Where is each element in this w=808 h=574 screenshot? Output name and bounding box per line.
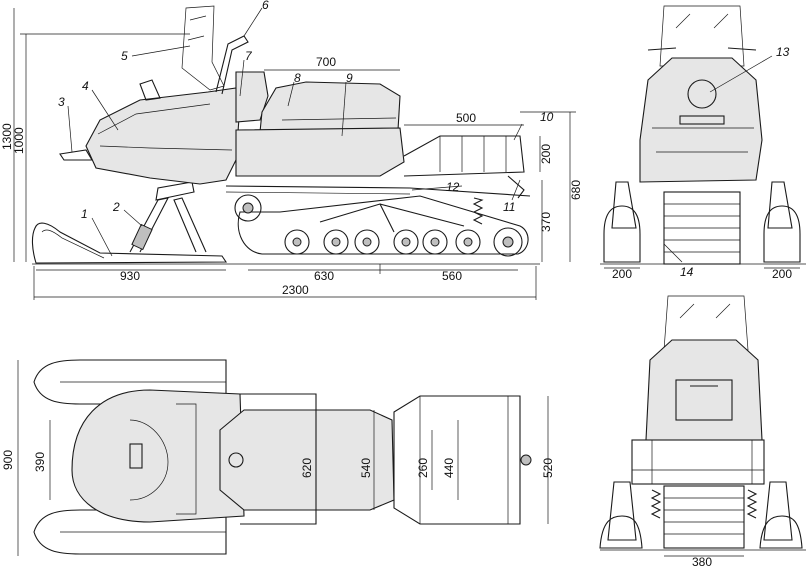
dim-ski-width-left: 200 (612, 267, 632, 281)
front-hood (639, 57, 763, 183)
dim-overall-length: 2300 (282, 283, 309, 297)
track (237, 195, 529, 255)
callout-2: 2 (112, 200, 120, 214)
rear-view: 380 (599, 295, 806, 569)
ski (31, 222, 228, 264)
dim-seat-length: 700 (316, 55, 336, 69)
callout-14: 14 (680, 265, 694, 279)
front-ski-left (603, 205, 641, 263)
side-view: 700 500 200 1300 1000 680 370 930 (0, 0, 583, 300)
top-view: 900 390 620 540 260 440 520 (1, 359, 555, 556)
dim-track-width: 380 (692, 555, 712, 569)
callout-11: 11 (503, 200, 515, 214)
dim-ski-width-right: 200 (772, 267, 792, 281)
dim-seat-width: 540 (359, 458, 373, 478)
dim-rack-height: 200 (539, 144, 553, 164)
rear-ski-right (759, 515, 803, 549)
seat (259, 81, 401, 133)
dim-rear-rack: 500 (456, 111, 476, 125)
dim-body-width: 620 (300, 458, 314, 478)
callout-10: 10 (540, 110, 554, 124)
front-view: 200 200 13 14 (600, 5, 806, 281)
dim-bogie-span-a: 630 (314, 269, 334, 283)
top-hood (71, 389, 245, 523)
handlebar (215, 35, 249, 95)
dim-seat-narrow: 260 (416, 458, 430, 478)
front-ski-right (763, 205, 801, 263)
rear-ski-left (599, 515, 643, 549)
hood (85, 87, 241, 185)
callouts: 1 2 3 4 5 6 7 8 9 10 11 12 (58, 0, 554, 257)
dim-ski-length: 930 (120, 269, 140, 283)
front-windshield (659, 5, 745, 67)
rear-rack (403, 135, 525, 177)
callout-9: 9 (346, 71, 353, 85)
callout-5: 5 (121, 49, 128, 63)
rear-seat-back (675, 379, 733, 421)
dim-overall-height: 1300 (0, 123, 14, 150)
callout-4: 4 (82, 79, 89, 93)
callout-6: 6 (262, 0, 269, 12)
headlight (687, 79, 717, 109)
top-rack (393, 395, 521, 525)
windshield (181, 5, 225, 91)
rear-rack (631, 439, 765, 485)
callout-1: 1 (81, 207, 88, 221)
callout-3: 3 (58, 95, 65, 109)
callout-8: 8 (294, 71, 301, 85)
dim-hood-width: 390 (33, 452, 47, 472)
callout-12: 12 (446, 180, 460, 194)
rear-track (663, 485, 745, 549)
callout-13: 13 (776, 45, 790, 59)
side-dimensions: 700 500 200 1300 1000 680 370 930 (0, 8, 583, 300)
dim-bogie-span-b: 560 (442, 269, 462, 283)
dim-rack-inner: 440 (442, 458, 456, 478)
dim-rack-outer: 520 (541, 458, 555, 478)
callout-7: 7 (245, 49, 253, 63)
dim-hitch-height: 370 (539, 212, 553, 232)
bogie-wheels (284, 227, 523, 257)
dim-windshield-height: 1000 (12, 127, 26, 154)
dim-overall-width: 900 (1, 450, 15, 470)
dim-rear-height: 680 (569, 180, 583, 200)
